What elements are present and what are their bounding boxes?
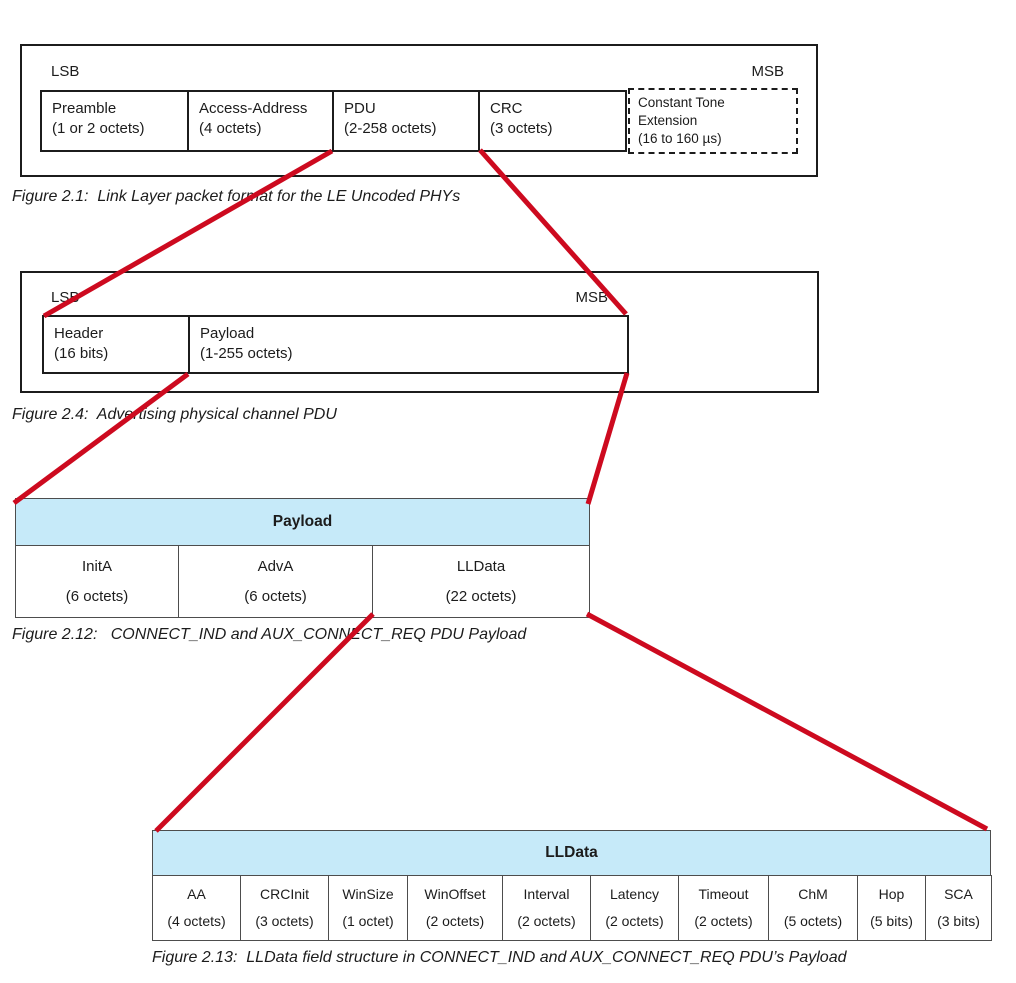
field-size: (16 to 160 µs) — [638, 131, 722, 146]
field-name: Latency — [609, 886, 660, 902]
cell-chm: ChM (5 octets) — [768, 875, 858, 941]
field-name: CRCInit — [259, 886, 309, 902]
field-size: (1 octet) — [342, 913, 394, 929]
cell-winsize: WinSize (1 octet) — [328, 875, 408, 941]
field-name: LLData — [456, 558, 506, 575]
field-size: (1-255 octets) — [200, 345, 293, 362]
field-name: SCA — [944, 886, 973, 902]
cell-aa: AA (4 octets) — [152, 875, 241, 941]
field-name: Access-Address — [199, 100, 308, 117]
connector-lldata-left — [154, 612, 375, 833]
field-name: AA — [187, 886, 206, 902]
field-size: (16 bits) — [54, 345, 109, 362]
field-size: (3 octets) — [255, 913, 314, 929]
cell-access-address: Access-Address (4 octets) — [187, 90, 334, 152]
field-size: (6 octets) — [244, 588, 307, 605]
fig-2-1-msb-label: MSB — [751, 63, 784, 80]
cell-inita: InitA (6 octets) — [15, 545, 179, 618]
cell-sca: SCA (3 bits) — [925, 875, 992, 941]
cell-crcinit: CRCInit (3 octets) — [240, 875, 329, 941]
fig-2-4-caption: Figure 2.4: Advertising physical channel… — [12, 406, 337, 423]
field-name: ChM — [798, 886, 828, 902]
cell-crc: CRC (3 octets) — [478, 90, 627, 152]
cell-header: Header (16 bits) — [42, 315, 190, 374]
field-name: InitA — [81, 558, 112, 575]
fig-2-4-lsb-label: LSB — [51, 289, 80, 306]
field-name: WinSize — [342, 886, 394, 902]
field-name: CRC — [490, 100, 523, 117]
field-size: (5 octets) — [783, 913, 843, 929]
field-name: PDU — [344, 100, 376, 117]
field-name-cont: Extension — [638, 113, 698, 128]
cell-interval: Interval (2 octets) — [502, 875, 591, 941]
field-size: (4 octets) — [199, 120, 262, 137]
cell-winoffset: WinOffset (2 octets) — [407, 875, 503, 941]
fig-2-1-lsb-label: LSB — [51, 63, 80, 80]
field-size: (6 octets) — [65, 588, 129, 605]
field-name: Header — [54, 325, 104, 342]
field-size: (4 octets) — [167, 913, 226, 929]
field-size: (2 octets) — [517, 913, 576, 929]
field-size: (1 or 2 octets) — [52, 120, 145, 137]
field-size: (2 octets) — [605, 913, 664, 929]
cell-latency: Latency (2 octets) — [590, 875, 679, 941]
field-size: (5 bits) — [870, 913, 913, 929]
fig-2-1-caption: Figure 2.1: Link Layer packet format for… — [12, 188, 461, 205]
cell-hop: Hop (5 bits) — [857, 875, 926, 941]
fig-2-13-caption: Figure 2.13: LLData field structure in C… — [152, 949, 847, 966]
field-name: Interval — [523, 886, 570, 902]
fig-2-4-msb-label: MSB — [575, 289, 608, 306]
field-name: Constant Tone — [638, 95, 725, 110]
field-name: AdvA — [257, 558, 294, 575]
field-name: Payload — [200, 325, 255, 342]
cell-pdu: PDU (2-258 octets) — [332, 90, 480, 152]
cell-preamble: Preamble (1 or 2 octets) — [40, 90, 189, 152]
field-name: WinOffset — [424, 886, 486, 902]
cell-constant-tone-extension: Constant Tone Extension (16 to 160 µs) — [628, 88, 798, 154]
cell-adva: AdvA (6 octets) — [178, 545, 373, 618]
field-size: (22 octets) — [445, 588, 517, 605]
field-name: Preamble — [52, 100, 117, 117]
field-size: (2 octets) — [425, 913, 485, 929]
field-name: Hop — [878, 886, 905, 902]
payload-table-header: Payload — [15, 498, 590, 546]
field-size: (2 octets) — [694, 913, 753, 929]
field-size: (3 bits) — [937, 913, 980, 929]
lldata-table-header: LLData — [152, 830, 991, 876]
cell-lldata: LLData (22 octets) — [372, 545, 590, 618]
fig-2-12-caption: Figure 2.12: CONNECT_IND and AUX_CONNECT… — [12, 626, 527, 643]
field-size: (3 octets) — [490, 120, 553, 137]
cell-payload: Payload (1-255 octets) — [188, 315, 629, 374]
cell-timeout: Timeout (2 octets) — [678, 875, 769, 941]
connector-payload-left — [12, 371, 190, 506]
connector-lldata-right — [585, 611, 989, 832]
field-name: Timeout — [698, 886, 749, 902]
field-size: (2-258 octets) — [344, 120, 437, 137]
